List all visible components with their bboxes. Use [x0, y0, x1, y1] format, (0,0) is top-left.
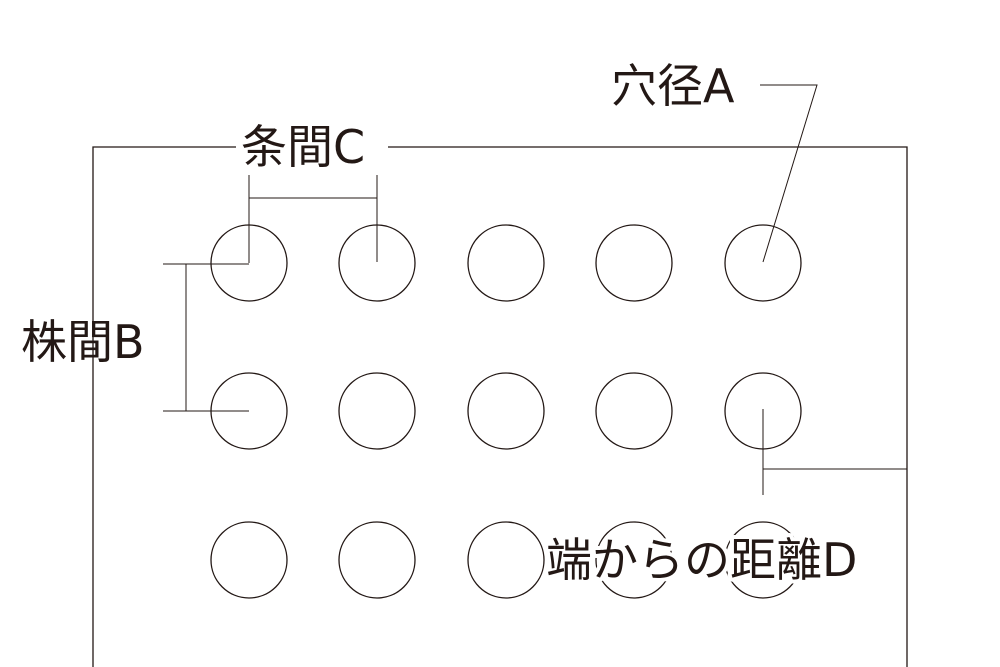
hole-diameter-label: 穴径A: [611, 59, 735, 113]
plant-spacing-label: 株間B: [21, 315, 145, 369]
hole: [595, 224, 673, 302]
hole: [467, 224, 545, 302]
hole: [467, 521, 545, 599]
hole: [338, 521, 416, 599]
hole: [338, 372, 416, 450]
hole: [210, 521, 288, 599]
hole-diameter-leader: [760, 84, 818, 263]
hole: [595, 372, 673, 450]
hole: [724, 224, 802, 302]
holes: [210, 224, 802, 599]
hole: [467, 372, 545, 450]
edge-distance-dimension: [762, 409, 907, 495]
hole: [724, 521, 802, 599]
plant-spacing-dimension: [163, 263, 249, 412]
hole: [595, 521, 673, 599]
sheet-outline: [92, 146, 908, 667]
edge-distance-label: 端からの距離D: [546, 533, 857, 587]
row-spacing-label: 条間C: [241, 120, 365, 174]
row-spacing-dimension: [248, 175, 378, 263]
